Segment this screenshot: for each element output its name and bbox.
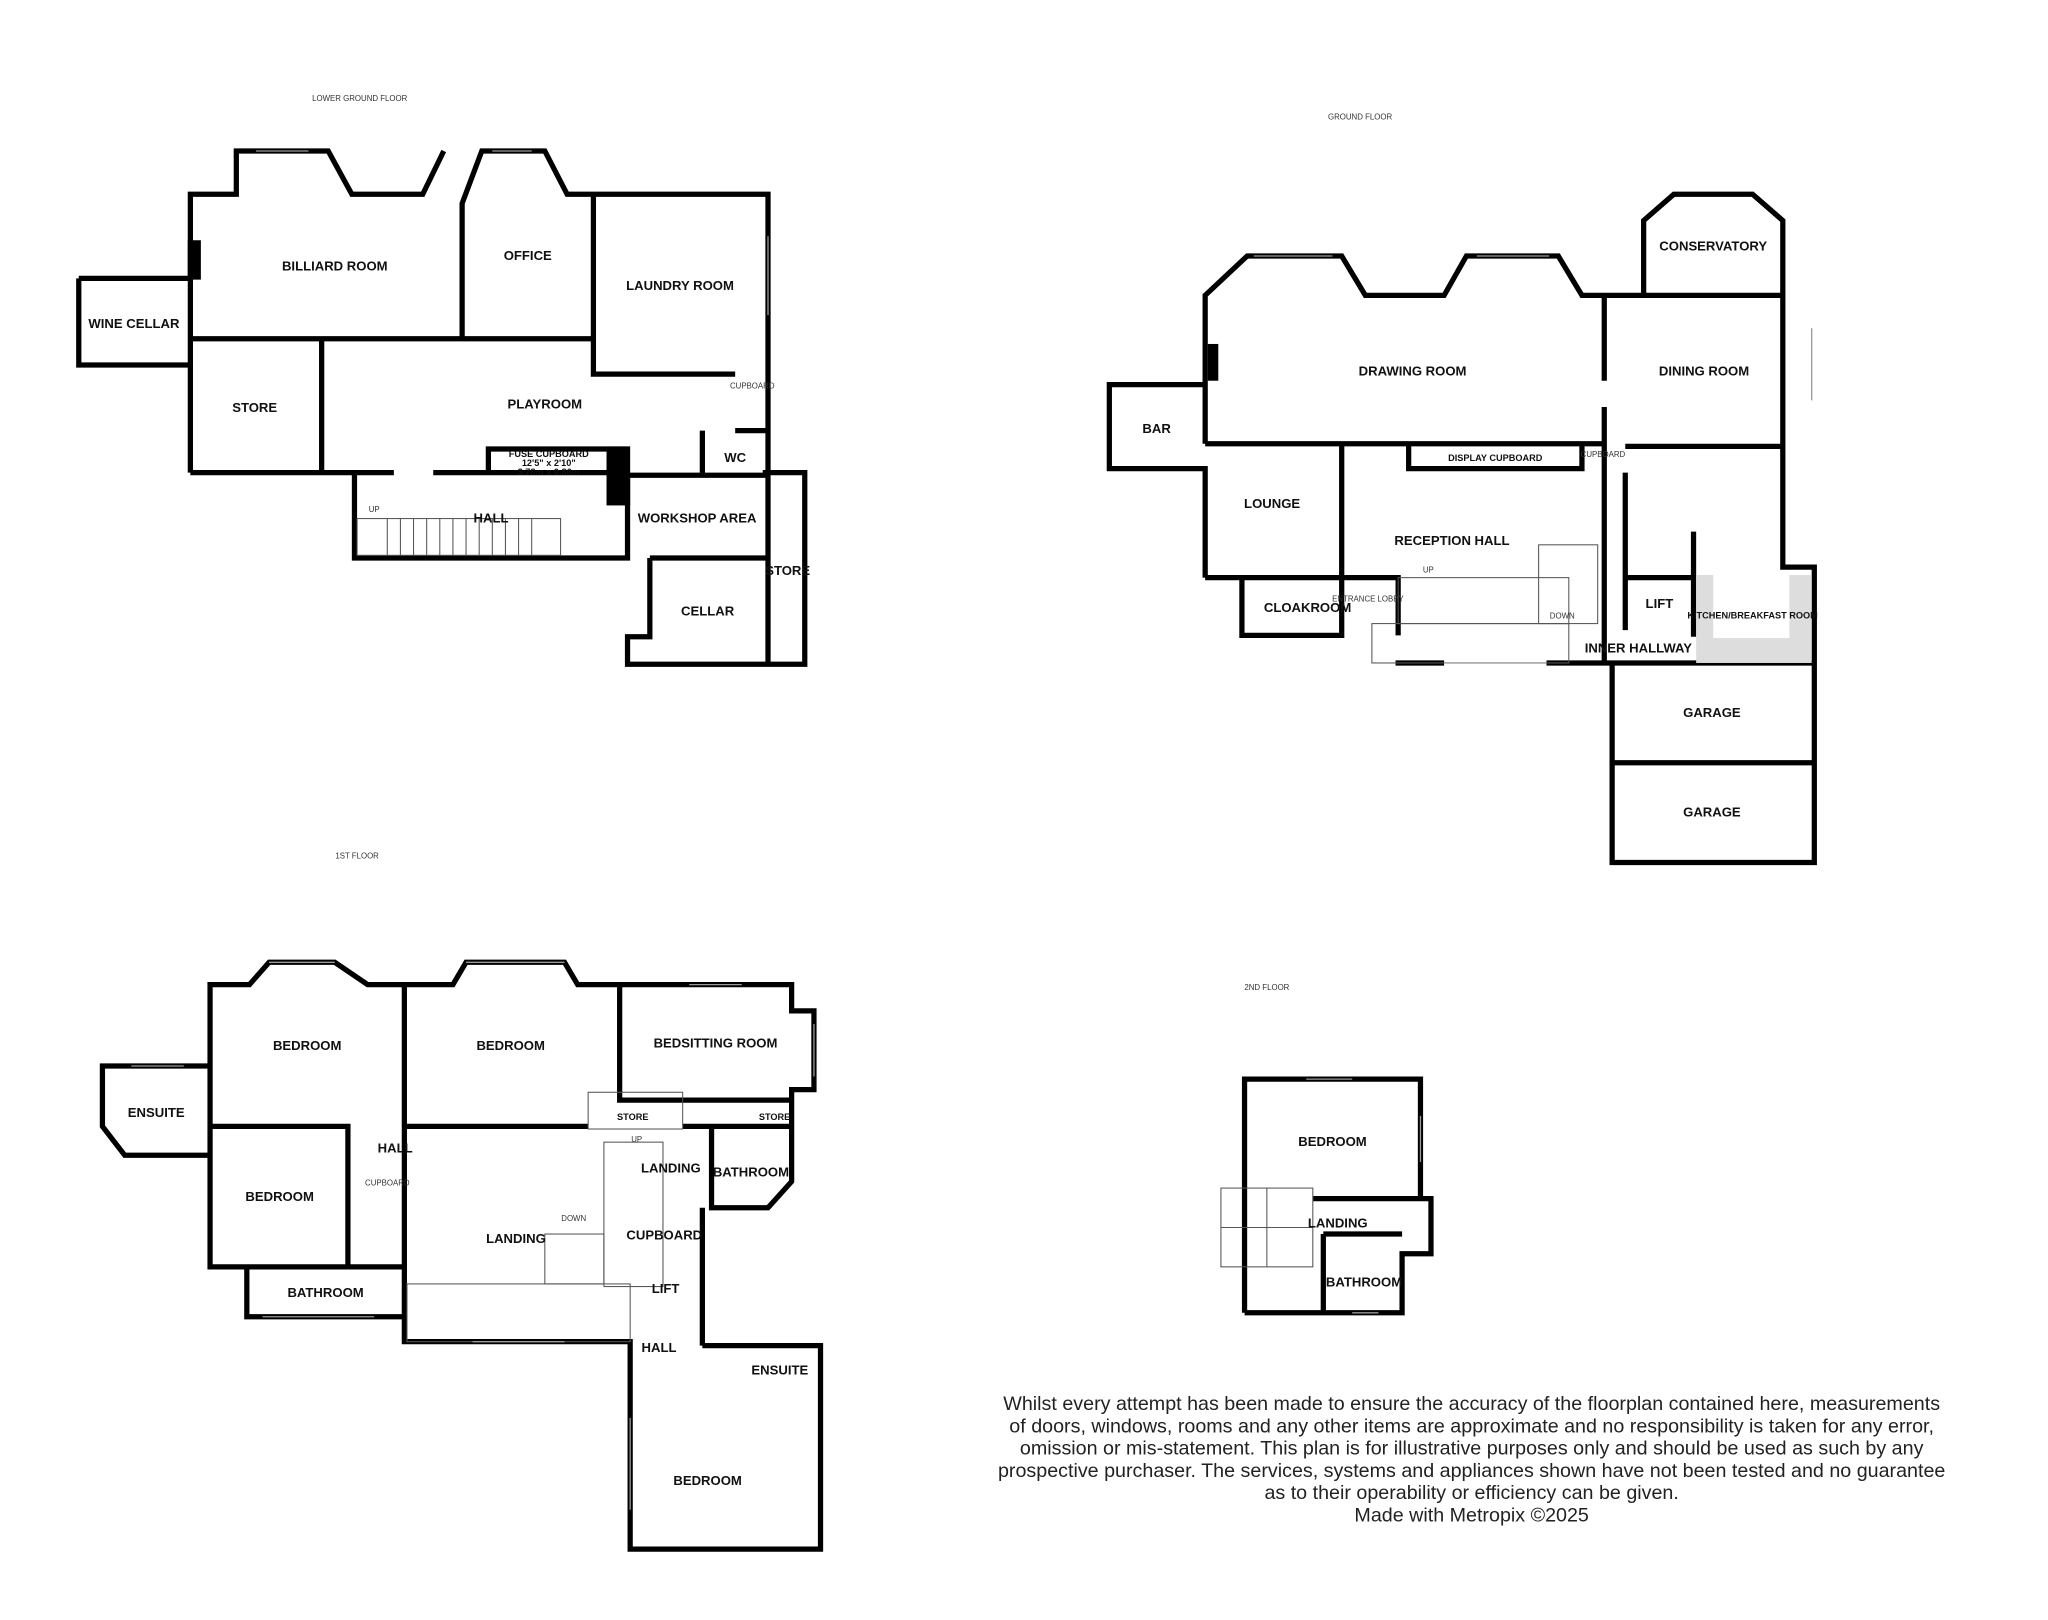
first-floor-walls [99, 959, 824, 1552]
second-floor-plan: 2ND FLOOR BEDROOM LANDING BATHROOM [1220, 983, 1434, 1316]
room-label: RECEPTION HALL [1394, 533, 1509, 548]
up-label: UP [1423, 565, 1434, 574]
chimney-block [606, 446, 631, 506]
cupboard-label: CUPBOARD [365, 1178, 410, 1187]
room-label: HALL [642, 1340, 677, 1355]
room-label: BEDROOM [1298, 1134, 1367, 1149]
room-label: GARAGE [1683, 805, 1741, 820]
kitchen-floor [1713, 575, 1790, 639]
room-label: HALL [474, 510, 509, 525]
stairs-icon [1371, 544, 1599, 664]
room-label: BILLIARD ROOM [282, 258, 388, 273]
stairs-icon [406, 1091, 684, 1343]
room-label: LAUNDRY ROOM [626, 278, 734, 293]
room-label: LANDING [1308, 1215, 1368, 1230]
room-label: GARAGE [1683, 705, 1741, 720]
second-floor-title: 2ND FLOOR [1244, 983, 1289, 992]
store-label: STORE [617, 1112, 648, 1122]
up-label: UP [631, 1135, 642, 1144]
room-label: LANDING [641, 1160, 701, 1175]
room-label: DINING ROOM [1659, 363, 1749, 378]
fuse-cupboard-label: FUSE CUPBOARD [509, 449, 589, 459]
room-label: BAR [1142, 421, 1171, 436]
room-label: BATHROOM [1326, 1275, 1402, 1290]
cupboard-label: CUPBOARD [730, 382, 775, 391]
down-label: DOWN [561, 1214, 586, 1223]
display-cupboard-label: DISPLAY CUPBOARD [1448, 453, 1543, 463]
room-label: CLOAKROOM [1264, 600, 1351, 615]
lower-ground-floor-plan: LOWER GROUND FLOOR BILLIARD ROOM OFFICE … [76, 94, 810, 667]
metropix-credit: Made with Metropix ©2025 [1354, 1505, 1589, 1527]
windows [1253, 255, 1813, 664]
room-label: BEDROOM [245, 1189, 314, 1204]
room-label: WORKSHOP AREA [638, 510, 757, 525]
room-label: LIFT [1646, 596, 1674, 611]
stairs-icon [356, 518, 562, 556]
second-floor-walls [1241, 1076, 1434, 1316]
disclaimer-line: as to their operability or efficiency ca… [1264, 1482, 1678, 1504]
lower-ground-walls [76, 148, 808, 667]
room-label: LANDING [486, 1231, 546, 1246]
room-label: LOUNGE [1244, 496, 1300, 511]
lower-ground-floor-title: LOWER GROUND FLOOR [312, 94, 408, 103]
fuse-cupboard-size-imperial: 12'5" x 2'10" [522, 458, 576, 468]
room-label: INNER HALLWAY [1585, 640, 1693, 655]
room-label: CONSERVATORY [1659, 239, 1767, 254]
ground-floor-walls [1106, 191, 1817, 866]
fireplace-icon [1207, 343, 1219, 381]
disclaimer-line: of doors, windows, rooms and any other i… [1009, 1415, 1934, 1437]
room-label: BEDROOM [673, 1473, 742, 1488]
room-label: DRAWING ROOM [1359, 363, 1467, 378]
up-label: UP [369, 505, 380, 514]
room-label: LIFT [652, 1281, 680, 1296]
room-label: STORE [765, 563, 810, 578]
room-label: ENSUITE [751, 1363, 808, 1378]
room-label: CUPBOARD [626, 1227, 702, 1242]
ground-floor-title: GROUND FLOOR [1328, 112, 1393, 121]
first-floor-title: 1ST FLOOR [335, 852, 379, 861]
room-label: BEDSITTING ROOM [654, 1036, 778, 1051]
disclaimer-line: prospective purchaser. The services, sys… [998, 1460, 1945, 1482]
room-label: BATHROOM [287, 1285, 363, 1300]
disclaimer: Whilst every attempt has been made to en… [998, 1393, 1945, 1527]
room-label: BATHROOM [713, 1164, 789, 1179]
room-label: ENSUITE [128, 1105, 185, 1120]
store-label: STORE [759, 1112, 790, 1122]
entrance-lobby-label: ENTRANCE LOBBY [1332, 594, 1404, 603]
fuse-cupboard-size-metric: 3.78m x 0.86m [518, 467, 580, 477]
room-label: WC [724, 450, 746, 465]
cupboard-label: CUPBOARD [1581, 450, 1626, 459]
disclaimer-line: omission or mis-statement. This plan is … [1020, 1438, 1924, 1460]
stairs-icon [1220, 1187, 1314, 1268]
windows [256, 150, 769, 316]
room-label: PLAYROOM [508, 396, 583, 411]
room-label: HALL [378, 1141, 413, 1156]
room-label: BEDROOM [476, 1038, 545, 1053]
room-label: OFFICE [504, 248, 552, 263]
room-label: BEDROOM [273, 1038, 342, 1053]
room-label: CELLAR [681, 604, 735, 619]
disclaimer-line: Whilst every attempt has been made to en… [1003, 1393, 1940, 1415]
windows [131, 961, 815, 1510]
room-label: STORE [232, 400, 277, 415]
first-floor-plan: 1ST FLOOR BEDROOM BEDROOM BEDSITTING ROO… [99, 852, 824, 1552]
kitchen-label: KITCHEN/BREAKFAST ROOM [1687, 610, 1818, 620]
fireplace-icon [187, 240, 201, 280]
ground-floor-plan: GROUND FLOOR CONSERVATORY DRAWING ROOM D… [1106, 112, 1818, 866]
room-label: WINE CELLAR [88, 316, 180, 331]
windows [1306, 1078, 1422, 1314]
down-label: DOWN [1550, 611, 1575, 620]
